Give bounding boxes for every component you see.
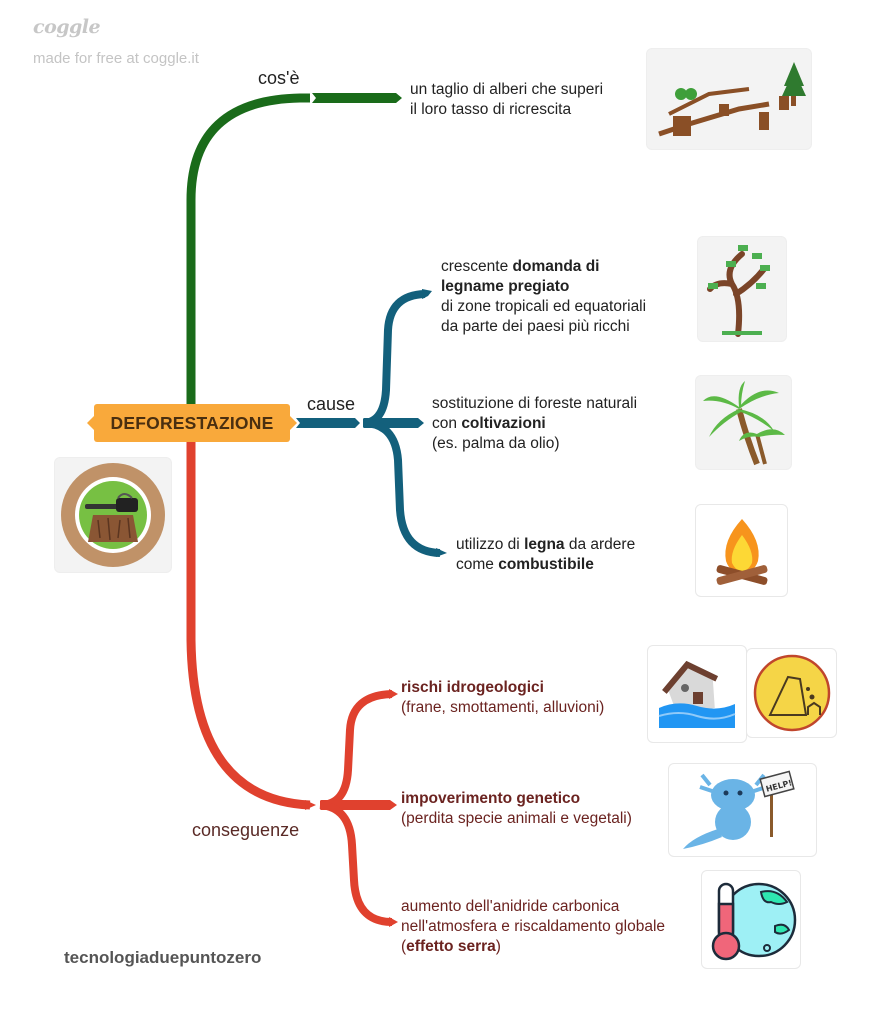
branch-definition-leaf — [312, 93, 402, 103]
cause-node-2[interactable]: sostituzione di foreste naturali con col… — [432, 394, 637, 454]
consequence-node-2[interactable]: impoverimento genetico (perdita specie a… — [401, 789, 632, 829]
cause-node-1[interactable]: crescente domanda di legname pregiato di… — [441, 257, 646, 337]
cause-3-text-c: come — [456, 556, 499, 573]
branch-causes-sub-1 — [362, 290, 426, 427]
cause-2-bold: coltivazioni — [461, 415, 546, 432]
cause-3-line-1: utilizzo di legna da ardere — [456, 535, 635, 555]
branch-label-consequences[interactable]: conseguenze — [192, 820, 300, 840]
cause-2-line-2: con coltivazioni — [432, 414, 637, 434]
consequence-1-image-a[interactable] — [647, 645, 747, 743]
branch-cons-arrow-1 — [389, 689, 398, 699]
consequence-1-image-b[interactable] — [746, 648, 837, 738]
branch-causes — [296, 418, 360, 428]
cut-tree-stumps-icon — [658, 62, 806, 137]
campfire-icon — [716, 518, 767, 585]
consequence-3-image[interactable] — [701, 870, 801, 969]
definition-line-2: il loro tasso di ricrescita — [410, 101, 572, 118]
cause-1-text: crescente — [441, 258, 513, 275]
cause-3-bold-a: legna — [524, 536, 565, 553]
consequence-node-3[interactable]: aumento dell'anidride carbonica nell'atm… — [401, 897, 665, 957]
definition-image[interactable] — [646, 48, 812, 150]
landslide-warning-icon — [753, 654, 830, 732]
cause-2-line-1: sostituzione di foreste naturali — [432, 395, 638, 412]
branch-label-definition[interactable]: cos'è — [258, 68, 300, 88]
branch-label-causes[interactable]: cause — [307, 394, 356, 414]
consequence-2-line-1: impoverimento genetico — [401, 789, 632, 809]
consequence-3-line-2: nell'atmosfera e riscaldamento globale — [401, 918, 666, 935]
consequence-3-line-1: aumento dell'anidride carbonica — [401, 898, 620, 915]
definition-node[interactable]: un taglio di alberi che superi il loro t… — [410, 80, 603, 120]
cause-1-bold: domanda di — [512, 258, 600, 275]
cause-1-line-1: crescente domanda di — [441, 257, 646, 277]
consequence-3-paren-close: ) — [495, 938, 501, 955]
consequence-3-paren-open: ( — [401, 938, 407, 955]
author-credit: tecnologiaduepuntozero — [64, 948, 262, 967]
cause-3-image[interactable] — [695, 504, 788, 597]
consequence-2-image[interactable]: HELP! — [668, 763, 817, 857]
cause-1-bold-2: legname pregiato — [441, 278, 570, 295]
flooded-house-icon — [658, 660, 736, 728]
consequence-2-title: impoverimento genetico — [401, 790, 581, 807]
cause-1-line-2: legname pregiato — [441, 277, 646, 297]
branch-causes-arrow-3 — [436, 548, 447, 557]
thermometer-globe-icon — [711, 882, 797, 960]
branch-causes-arrow-1 — [422, 289, 432, 299]
cause-3-bold-b: combustibile — [498, 556, 594, 573]
cause-2-line-3: (es. palma da olio) — [432, 435, 560, 452]
cause-2-image[interactable] — [695, 375, 792, 470]
cause-3-text-a: utilizzo di — [456, 536, 525, 553]
cause-2-text: con — [432, 415, 462, 432]
cause-3-line-2: come combustibile — [456, 555, 635, 575]
consequence-2-detail: (perdita specie animali e vegetali) — [401, 810, 632, 827]
cause-3-text-b: da ardere — [564, 536, 636, 553]
branch-consequences-tip — [305, 800, 316, 810]
branch-consequences — [186, 442, 311, 810]
central-image[interactable] — [54, 457, 172, 573]
cause-1-image[interactable] — [697, 236, 787, 342]
cause-node-3[interactable]: utilizzo di legna da ardere come combust… — [456, 535, 635, 575]
cause-1-line-4: da parte dei paesi più ricchi — [441, 318, 630, 335]
consequence-node-1[interactable]: rischi idrogeologici (frane, smottamenti… — [401, 678, 604, 718]
consequence-3-bold: effetto serra — [406, 938, 496, 955]
axolotl-help-sign-icon: HELP! — [682, 770, 795, 849]
branch-cons-sub-1 — [319, 690, 393, 809]
consequence-1-detail: (frane, smottamenti, alluvioni) — [401, 699, 605, 716]
central-node-label: DEFORESTAZIONE — [110, 412, 274, 433]
consequence-1-title: rischi idrogeologici — [401, 679, 544, 696]
chainsaw-on-stump-icon — [61, 463, 165, 567]
branch-cons-sub-3 — [319, 801, 393, 926]
consequence-1-line-1: rischi idrogeologici — [401, 678, 604, 698]
definition-line-1: un taglio di alberi che superi — [410, 81, 604, 98]
consequence-3-line-3: (effetto serra) — [401, 937, 665, 957]
palm-tree-icon — [702, 380, 785, 465]
central-node[interactable]: DEFORESTAZIONE — [87, 404, 297, 442]
branch-definition — [186, 93, 310, 404]
branch-causes-sub-3 — [362, 419, 441, 557]
coggle-logo: coggle — [33, 16, 101, 38]
coggle-watermark: made for free at coggle.it — [33, 50, 199, 67]
cause-1-line-3: di zone tropicali ed equatoriali — [441, 298, 647, 315]
money-tree-icon — [707, 245, 770, 337]
branch-cons-arrow-3 — [389, 917, 398, 927]
